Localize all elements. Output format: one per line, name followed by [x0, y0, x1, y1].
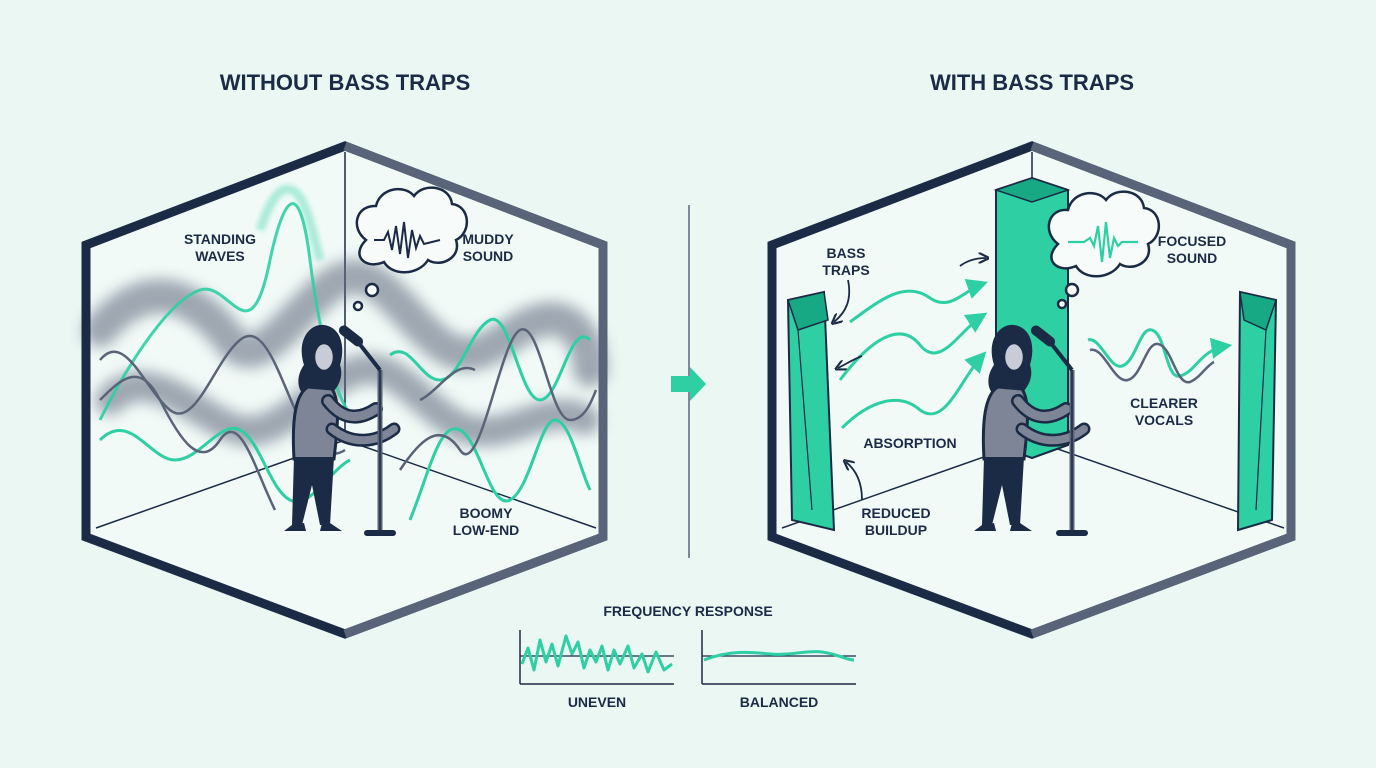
bass-traps-line-1: BASS	[827, 245, 866, 261]
balanced-label: BALANCED	[740, 694, 819, 710]
thought-bubble-icon	[1047, 190, 1160, 310]
left-panel-title: WITHOUT BASS TRAPS	[220, 70, 471, 95]
boomy-line-1: BOOMY	[460, 505, 514, 521]
absorption-wave-1	[849, 279, 988, 324]
uneven-label: UNEVEN	[568, 694, 626, 710]
balanced-graph: BALANCED	[701, 630, 856, 710]
focused-sound-line-2: SOUND	[1167, 250, 1218, 266]
bass-trap-right	[1236, 290, 1278, 532]
absorption-label: ABSORPTION	[863, 435, 956, 451]
boomy-line-2: LOW-END	[453, 522, 520, 538]
standing-wave-teal-3	[389, 317, 592, 402]
uneven-graph: UNEVEN	[519, 630, 674, 710]
arrow-right-icon	[671, 367, 706, 401]
standing-wave-slate-3	[398, 328, 598, 471]
standing-wave-teal-4	[408, 418, 592, 521]
standing-wave-slate-2	[99, 375, 277, 511]
clearer-vocals-line-1: CLEARER	[1130, 395, 1198, 411]
right-panel: WITH BASS TRAPS	[767, 70, 1296, 639]
bass-trap-left	[786, 290, 836, 532]
muddy-sound-line-2: SOUND	[463, 248, 514, 264]
focused-sound-line-1: FOCUSED	[1158, 233, 1226, 249]
absorption-wave-2	[838, 312, 988, 381]
frequency-response-title: FREQUENCY RESPONSE	[603, 603, 772, 619]
frequency-response: FREQUENCY RESPONSE UNEVEN BALANCED	[519, 603, 856, 710]
right-panel-title: WITH BASS TRAPS	[930, 70, 1134, 95]
thought-bubble-icon	[352, 186, 468, 312]
standing-waves-line-1: STANDING	[184, 231, 256, 247]
clear-wave-slate	[1089, 342, 1215, 384]
reduced-buildup-line-1: REDUCED	[861, 505, 930, 521]
standing-wave-cloud	[83, 259, 607, 447]
muddy-sound-line-1: MUDDY	[462, 231, 514, 247]
clearer-vocals-line-2: VOCALS	[1135, 412, 1193, 428]
standing-waves-line-2: WAVES	[195, 248, 245, 264]
left-panel: WITHOUT BASS TRAPS	[81, 70, 608, 639]
reduced-buildup-line-2: BUILDUP	[865, 522, 927, 538]
clear-wave-teal	[1087, 328, 1233, 378]
bass-traps-line-2: TRAPS	[822, 262, 869, 278]
absorption-wave-3	[840, 351, 987, 430]
